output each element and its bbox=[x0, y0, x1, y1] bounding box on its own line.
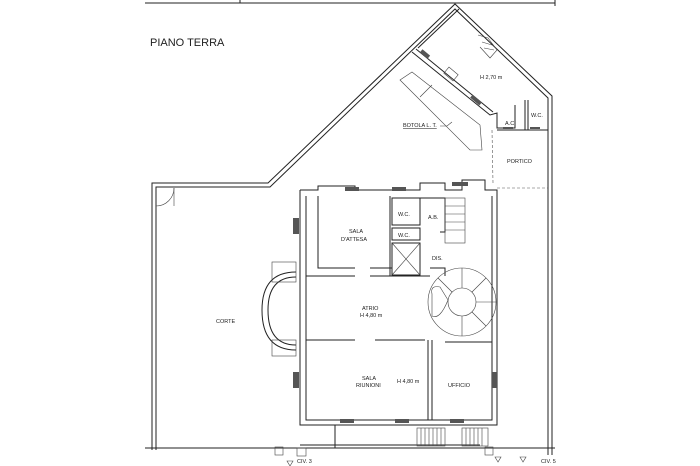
dis-label: DIS. bbox=[432, 256, 443, 262]
wing-height-label: H 2,70 m bbox=[480, 75, 503, 81]
ac-label: A.C. bbox=[505, 121, 516, 127]
riunioni-height-label: H 4,80 m bbox=[397, 379, 420, 385]
civ5-label: CIV. 5 bbox=[541, 459, 556, 465]
site-boundary bbox=[151, 3, 553, 455]
entrance-steps-1 bbox=[416, 427, 446, 447]
corte-label: CORTE bbox=[216, 319, 235, 325]
entrance-steps-2 bbox=[461, 427, 489, 447]
civ3-label: CIV. 3 bbox=[297, 459, 312, 465]
street-front bbox=[145, 425, 555, 466]
botola-label: BOTOLA L. T. bbox=[403, 123, 437, 129]
wc-label-2: W.C. bbox=[398, 233, 410, 239]
portico-label: PORTICO bbox=[507, 159, 533, 165]
sala-attesa-label-1: SALA bbox=[349, 229, 363, 235]
ab-label: A.B. bbox=[428, 215, 439, 221]
main-building bbox=[293, 179, 498, 426]
ufficio-label: UFFICIO bbox=[448, 383, 471, 389]
atrio-label: ATRIO bbox=[362, 306, 379, 312]
sala-riunioni-label-2: RIUNIONI bbox=[356, 383, 381, 389]
wc-label-1: W.C. bbox=[398, 212, 410, 218]
courtyard-bay bbox=[155, 187, 297, 357]
plan-title: PIANO TERRA bbox=[150, 37, 225, 49]
sala-attesa-label-2: D'ATTESA bbox=[341, 237, 367, 243]
north-wing bbox=[399, 8, 548, 189]
wc-wing-label: W.C. bbox=[531, 113, 543, 119]
atrio-height-label: H 4,80 m bbox=[360, 313, 383, 319]
sala-riunioni-label-1: SALA bbox=[362, 376, 376, 382]
